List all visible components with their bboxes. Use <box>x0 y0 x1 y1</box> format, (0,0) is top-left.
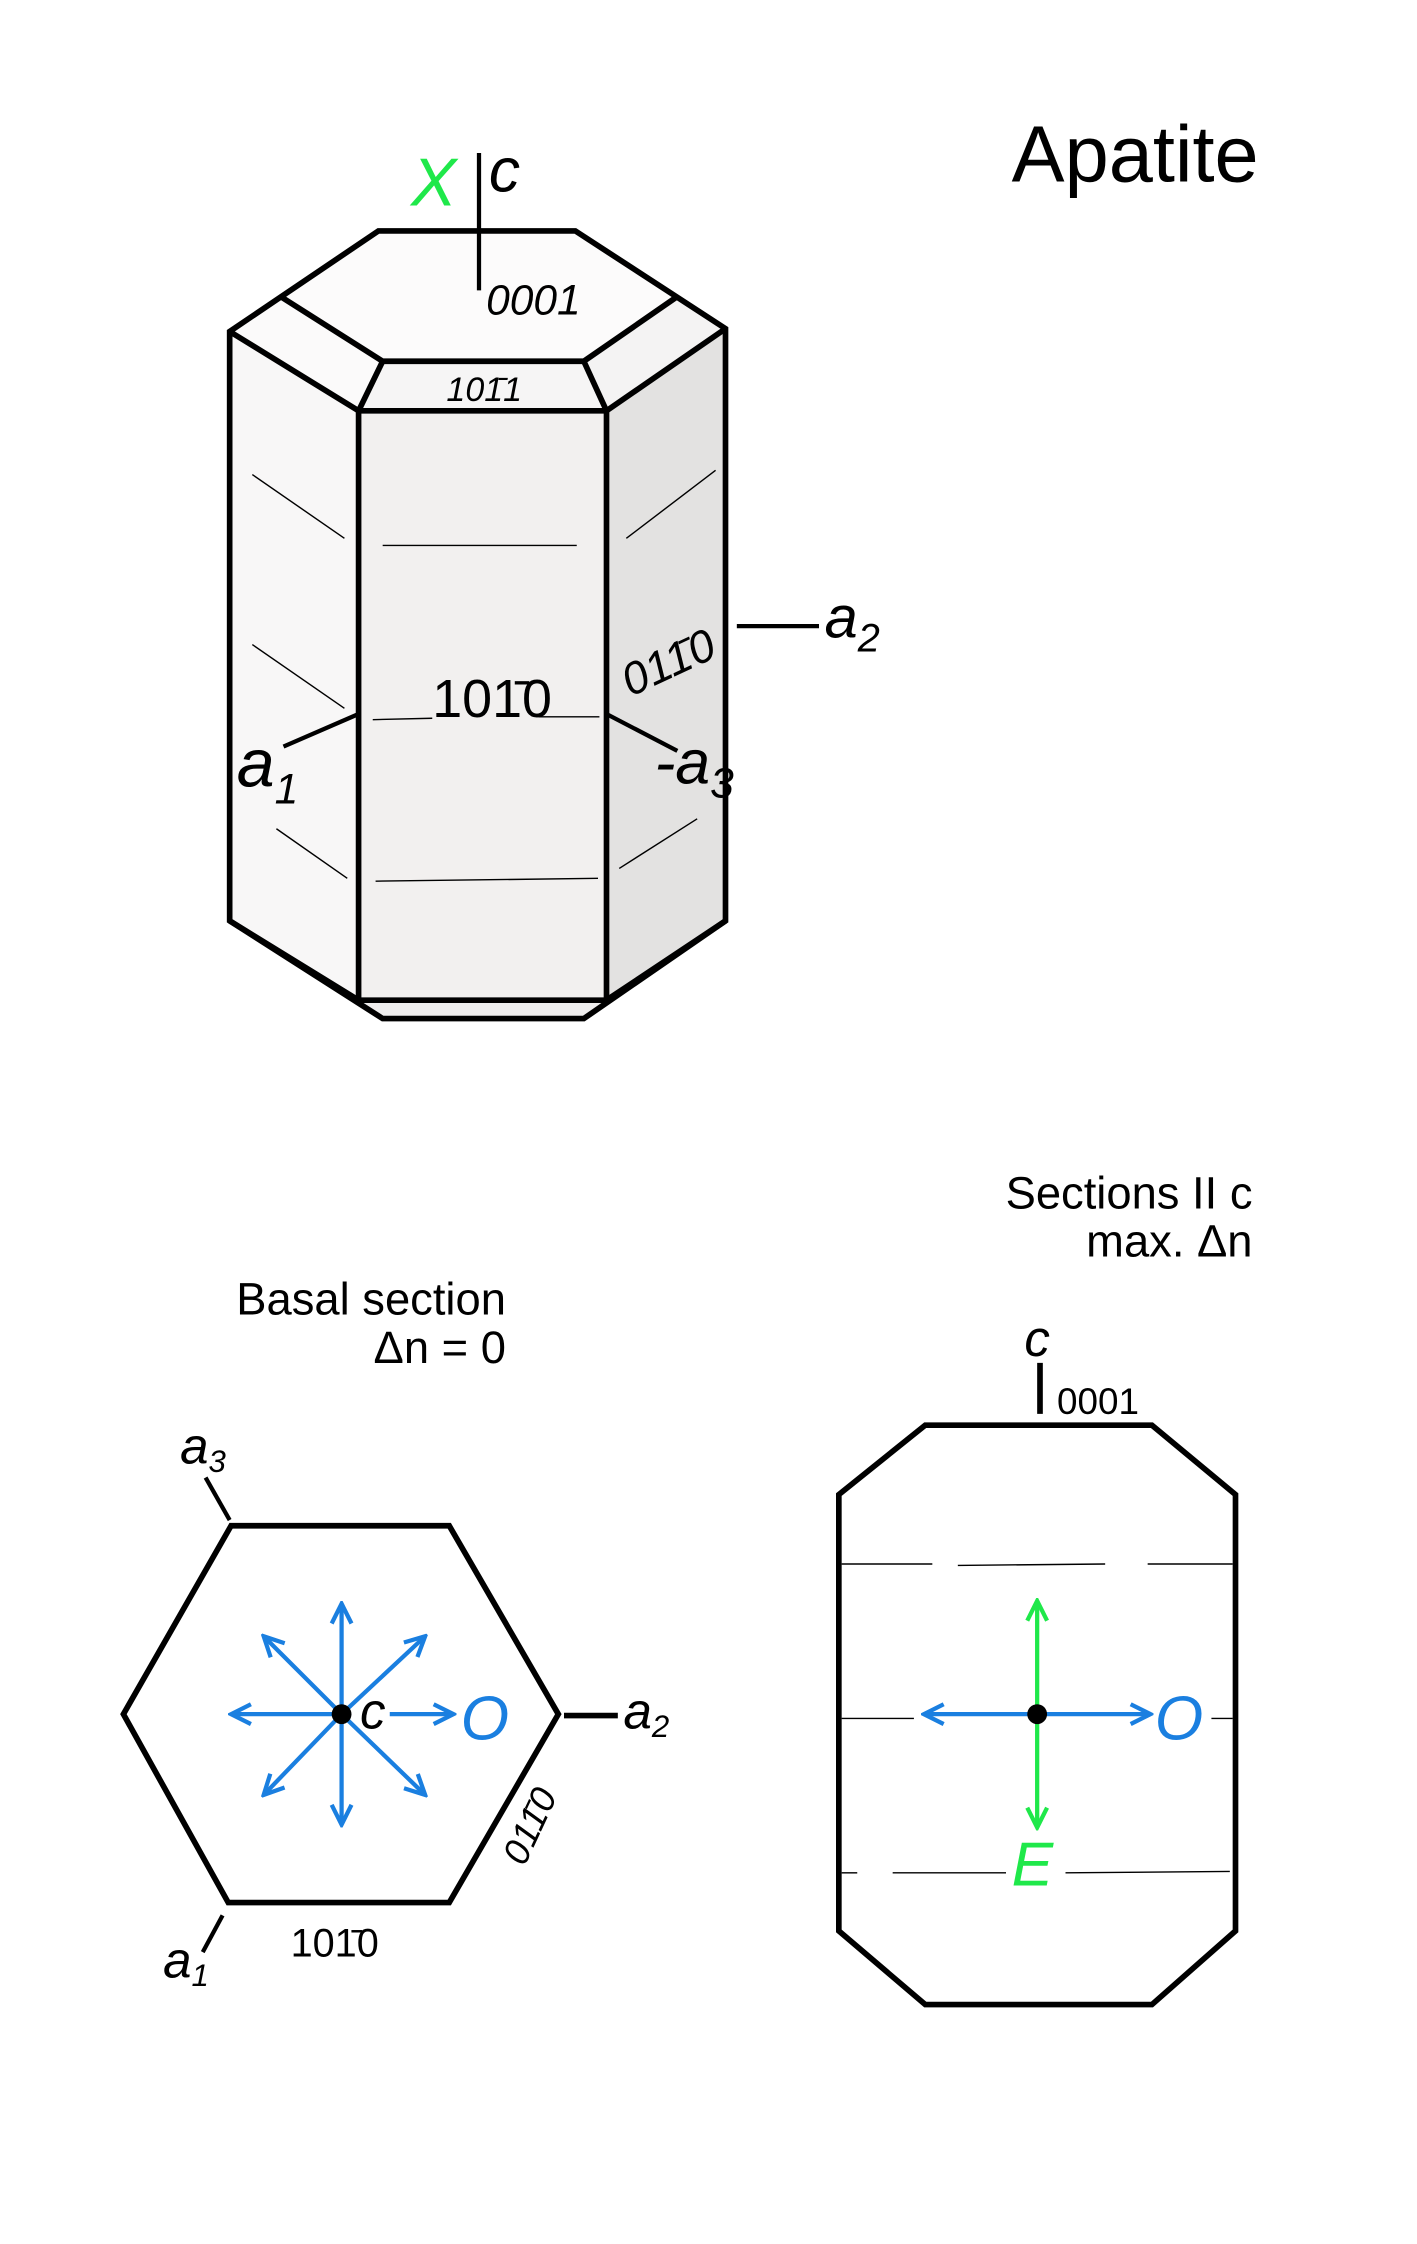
face-1010-label: 101̄0 <box>432 669 552 729</box>
basal-title: Basal section <box>236 1274 506 1325</box>
a1-axis <box>282 712 360 749</box>
basal-a2-label: a2 <box>624 1682 670 1743</box>
parallel-c-label: c <box>1024 1310 1050 1367</box>
basal-c-label: c <box>360 1682 386 1739</box>
parallel-o-label: O <box>1155 1685 1203 1754</box>
parallel-e-label: E <box>1012 1831 1055 1900</box>
title: Apatite <box>1012 109 1259 198</box>
face-top <box>282 230 676 362</box>
face-left-bevel <box>229 297 383 411</box>
o-ray-arrows <box>231 1604 453 1825</box>
basal-face-1010: 101̄0 <box>291 1921 379 1965</box>
face-bottom-bevel <box>358 1000 607 1019</box>
parallel-max-delta-n: max. Δn <box>1086 1216 1252 1267</box>
face-front <box>358 410 607 1001</box>
x-label: X <box>409 144 459 220</box>
face-right <box>606 328 726 1001</box>
center-dot <box>331 1704 352 1725</box>
face-front-bevel <box>358 361 607 411</box>
a2-label: a2 <box>825 584 880 661</box>
a3-neg-label: -a3 <box>655 728 734 807</box>
parallel-arrows <box>924 1601 1151 1828</box>
a1-label: a1 <box>237 725 298 813</box>
crystal-drawing: X c 0001 101̄1 101̄0 011̄0 a2 a1 -a3 <box>226 136 880 1022</box>
basal-o-label: O <box>461 1685 509 1754</box>
striations <box>251 469 717 882</box>
face-left <box>229 331 359 1001</box>
parallel-octagon <box>836 1422 1239 2008</box>
basal-a3-label: a3 <box>180 1417 226 1479</box>
face-right-bevel <box>583 297 726 411</box>
parallel-face-0001: 0001 <box>1057 1381 1139 1422</box>
parallel-striations <box>841 1563 1233 1874</box>
parallel-title: Sections II c <box>1006 1167 1253 1218</box>
parallel-section: Sections II c max. Δn c 0001 O E <box>836 1167 1253 2008</box>
c-label: c <box>489 136 520 205</box>
face-1011-label: 101̄1 <box>446 371 522 409</box>
basal-section: Basal section Δn = 0 c O a3 a1 a2 101̄0 … <box>120 1274 670 1994</box>
basal-delta-n: Δn = 0 <box>374 1322 506 1373</box>
face-0001-label: 0001 <box>486 278 581 325</box>
basal-a1-label: a1 <box>163 1932 209 1994</box>
a3-axis <box>605 712 679 753</box>
basal-hexagon <box>120 1522 562 1906</box>
basal-face-0110: 011̄0 <box>494 1781 565 1871</box>
